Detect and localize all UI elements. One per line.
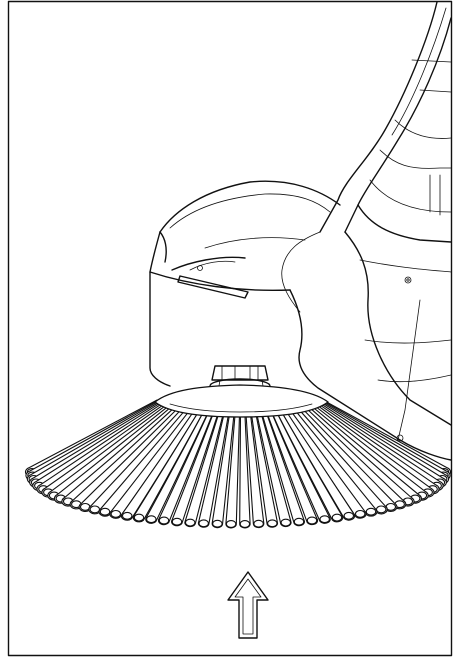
bristle-tip — [171, 517, 183, 526]
bristle — [271, 411, 331, 524]
bristle-tip — [239, 520, 251, 528]
bristle — [298, 407, 398, 512]
bristle — [294, 408, 388, 515]
bristle-tip — [280, 518, 292, 527]
bristle-tip — [354, 509, 366, 518]
bristle — [171, 412, 219, 527]
machine-housing — [149, 180, 452, 461]
bristle — [98, 409, 190, 517]
bristle-tip — [225, 520, 237, 528]
bristle-tip — [99, 507, 111, 516]
bristle-tip — [267, 519, 278, 528]
bristle-tip — [293, 517, 305, 526]
bristle — [145, 411, 209, 524]
bristle-tip — [89, 505, 101, 514]
bristle-tip — [110, 509, 122, 518]
bristle-tip — [365, 507, 377, 516]
bristle-tip — [184, 518, 196, 527]
bristle — [158, 411, 214, 526]
machine-handle — [319, 1, 452, 243]
bristle-tip — [121, 511, 133, 520]
front-light — [159, 231, 249, 299]
bristle-tip — [133, 513, 145, 522]
frame-border — [7, 0, 453, 657]
bristle-tip — [343, 511, 355, 520]
bristle — [184, 412, 224, 528]
bristle — [281, 410, 356, 521]
bristle — [276, 410, 344, 523]
bristle — [286, 409, 367, 519]
bristle — [132, 410, 204, 523]
bristle-tip — [375, 505, 387, 514]
bristle-tip — [198, 519, 209, 528]
brush-bristles — [24, 399, 452, 529]
brush-disc — [154, 384, 329, 418]
bristle-tip — [158, 516, 170, 525]
bristle-tip — [319, 515, 330, 524]
bristle — [266, 411, 319, 526]
bristle-tip — [306, 516, 318, 525]
bristle — [109, 409, 194, 519]
bristle — [290, 409, 378, 517]
bristle — [120, 410, 199, 521]
bristle-tip — [146, 515, 157, 524]
up-outline-arrow-icon — [227, 571, 269, 639]
bristle-tip — [253, 519, 264, 528]
bristle — [261, 412, 305, 527]
bristle-tip — [331, 513, 343, 522]
bristle-tip — [212, 519, 223, 528]
